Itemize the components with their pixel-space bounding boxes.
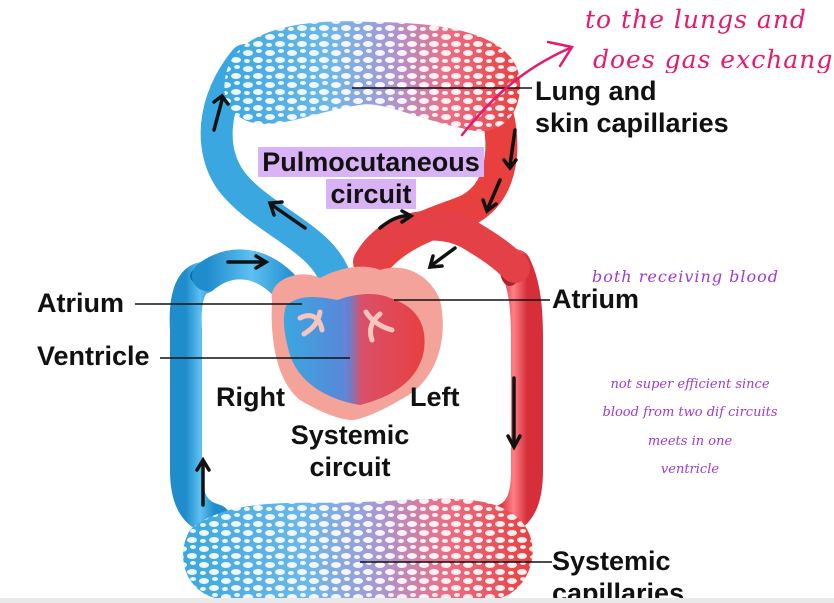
systemic-artery-right <box>484 249 543 538</box>
arrow-artery-down-head <box>506 434 522 451</box>
right-label: Right <box>216 382 285 412</box>
arrow-into-left-atrium <box>430 246 457 267</box>
efficiency-note-line1: not super efficient since <box>610 377 770 392</box>
pink-note: to the lungs and does gas exchange <box>585 6 834 73</box>
lung-capillaries-line2: skin capillaries <box>535 107 729 138</box>
both-note: both receiving blood <box>592 268 780 286</box>
arrow-pulmvein-down-head <box>481 198 498 214</box>
arrow-pulm-up <box>270 203 307 230</box>
efficiency-note-line2: blood from two dif circuits <box>602 405 778 421</box>
arrow-pulm-up-head <box>267 200 284 217</box>
systemic-capillary-bed <box>183 498 533 598</box>
atrium-right-side-label: Atrium <box>552 284 639 314</box>
systemic-capillaries-label: Systemic capillaries <box>552 546 684 598</box>
lung-capillaries-label: Lung and skin capillaries <box>535 76 729 140</box>
lung-capillary-bed <box>224 21 521 132</box>
systemic-capillaries-line2: capillaries <box>552 577 685 598</box>
arrow-lung-left-up <box>212 98 224 132</box>
efficiency-note: not super efficient since blood from two… <box>560 377 820 477</box>
arrow-into-left-atrium-head <box>427 254 444 269</box>
arrow-aorta-arch-head <box>400 209 415 224</box>
arrow-lung-right-down <box>508 128 517 167</box>
systemic-capillaries-line1: Systemic <box>552 546 671 576</box>
systemic-circuit-line1: Systemic <box>290 420 410 450</box>
efficiency-note-line3: meets in one <box>647 433 733 449</box>
bottom-scroll-edge <box>0 598 834 603</box>
leader-lines <box>135 87 552 563</box>
ventricle-label: Ventricle <box>37 341 150 371</box>
arrow-vena-cava-head <box>254 254 270 270</box>
aorta-arch <box>353 210 530 283</box>
systemic-circuit-line2: circuit <box>309 451 391 482</box>
pulmocutaneous-line2: circuit <box>326 178 416 209</box>
arrow-pulmvein-down <box>486 178 502 210</box>
arrow-lung-right-down-head <box>502 158 518 171</box>
left-label: Left <box>410 382 460 412</box>
heart <box>271 266 443 420</box>
pink-note-line2: does gas exchange <box>593 44 834 73</box>
lung-capillaries-line1: Lung and <box>535 76 657 106</box>
systemic-circuit-label: Systemic circuit <box>270 420 430 484</box>
arrow-lung-left-up-head <box>212 93 230 106</box>
atrium-left-side-label: Atrium <box>37 288 124 318</box>
pulmocutaneous-label: Pulmocutaneous circuit <box>246 147 496 211</box>
arrow-vein-up-head <box>195 456 211 472</box>
efficiency-note-line4: ventricle <box>660 461 720 477</box>
flow-arrows <box>195 93 522 507</box>
pink-annotation-arrow <box>460 40 575 137</box>
pulmocutaneous-line1: Pulmocutaneous <box>258 147 484 177</box>
pink-note-line1: to the lungs and <box>585 6 807 34</box>
systemic-vein-left <box>169 262 231 536</box>
